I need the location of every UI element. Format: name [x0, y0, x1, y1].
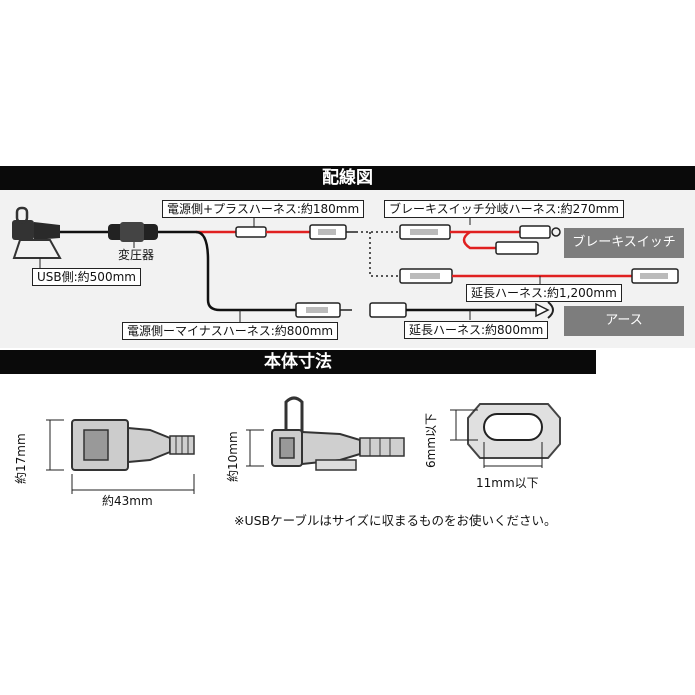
transformer-icon	[108, 222, 158, 242]
extension-1200-label: 延長ハーネス:約1,200mm	[466, 284, 622, 302]
minus-connector-icon	[295, 302, 352, 318]
wiring-heading: 配線図	[0, 166, 695, 190]
brake-branch-harness-label: ブレーキスイッチ分岐ハーネス:約270mm	[384, 200, 624, 218]
port-6-label: 6mm以下	[424, 412, 438, 468]
height-10-label: 約10mm	[226, 431, 240, 482]
extension-1200-end-icon	[631, 268, 679, 284]
transformer-label: 変圧器	[118, 248, 155, 262]
usb-socket-icon	[12, 206, 62, 259]
plus-connector-icon	[235, 224, 356, 240]
length-43-label: 約43mm	[102, 494, 153, 508]
usb-port-front-icon	[467, 403, 561, 459]
usb-side-label: USB側:約500mm	[32, 268, 141, 286]
earth-box: アース	[564, 306, 684, 336]
device-side-view-icon	[71, 419, 195, 471]
usb-cable-note: ※USBケーブルはサイズに収まるものをお使いください。	[234, 513, 557, 528]
device-with-clamp-icon	[271, 396, 405, 471]
height-17-label: 約17mm	[14, 433, 28, 484]
brake-switch-box: ブレーキスイッチ	[564, 228, 684, 258]
plus-harness-label: 電源側+プラスハーネス:約180mm	[162, 200, 365, 218]
port-11-label: 11mm以下	[476, 476, 539, 490]
minus-harness-label: 電源側ーマイナスハーネス:約800mm	[122, 322, 339, 340]
brake-branch-ends-icon	[495, 225, 561, 255]
extension-800-label: 延長ハーネス:約800mm	[404, 321, 549, 339]
dimensions-heading: 本体寸法	[0, 350, 596, 374]
earth-terminal-icon	[535, 301, 554, 319]
